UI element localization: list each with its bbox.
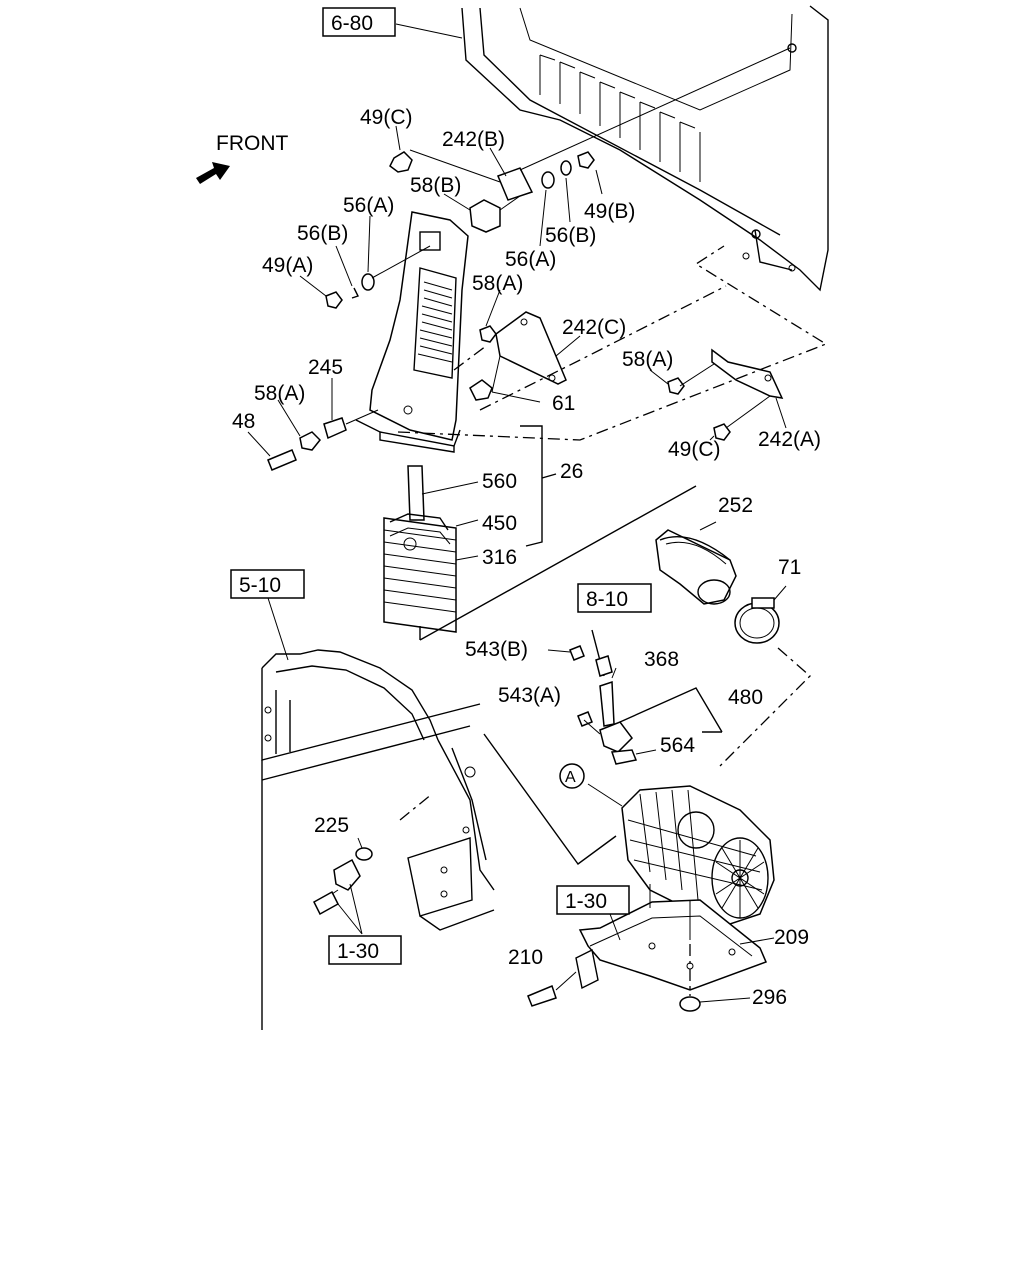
- callout-560: 560: [482, 470, 517, 493]
- callout-48: 48: [232, 410, 255, 433]
- rubber-58a-right: [667, 377, 685, 395]
- ref-label-1-30-upper: 1-30: [565, 890, 607, 913]
- ref-box-8-10: [577, 583, 652, 613]
- callout-56a-left: 56(A): [343, 194, 394, 217]
- callout-296: 296: [752, 986, 787, 1009]
- ref-box-1-30-upper: [556, 885, 630, 915]
- rubber-58a-left: [299, 431, 322, 451]
- callout-56b-right: 56(B): [545, 224, 596, 247]
- washer-56a-left: [361, 273, 375, 291]
- rubber-58a-mid: [479, 325, 497, 343]
- screw-543b: [569, 645, 585, 661]
- callout-58b: 58(B): [410, 174, 461, 197]
- intake-hose: [655, 529, 737, 605]
- gasket-564: [610, 749, 638, 765]
- clamp-screw: [751, 597, 775, 609]
- air-intake-duct: [355, 211, 469, 453]
- callout-49c-bottom: 49(C): [668, 438, 721, 461]
- indicator-bracket: [599, 721, 633, 753]
- callout-242b: 242(B): [442, 128, 505, 151]
- connector-368: [595, 655, 613, 677]
- callout-316: 316: [482, 546, 517, 569]
- washer-56b-right: [560, 160, 572, 176]
- bracket-242c: [495, 311, 567, 385]
- washer-56b-left: [351, 287, 359, 299]
- bracket-242a: [711, 348, 784, 399]
- filter-element-group: [383, 465, 457, 633]
- nut-49b: [577, 151, 595, 169]
- callout-71: 71: [778, 556, 801, 579]
- callout-a: A: [565, 769, 576, 786]
- drain-tube: [313, 890, 339, 916]
- callout-26: 26: [560, 460, 583, 483]
- callout-450: 450: [482, 512, 517, 535]
- drain-valve: [333, 858, 361, 891]
- cab-back-panel: [461, 5, 829, 292]
- air-cleaner-body: [621, 785, 775, 925]
- callout-242a: 242(A): [758, 428, 821, 451]
- ref-label-6-80: 6-80: [331, 12, 373, 35]
- nut-49c-top: [389, 151, 413, 173]
- collar-245: [323, 417, 347, 440]
- bolt-61: [469, 379, 493, 401]
- chassis-frame: [261, 649, 495, 1030]
- o-ring-225: [355, 847, 373, 861]
- ref-label-8-10: 8-10: [586, 588, 628, 611]
- callout-61: 61: [552, 392, 575, 415]
- indicator-body: [599, 680, 615, 727]
- ref-label-1-30-lower: 1-30: [337, 940, 379, 963]
- callout-252: 252: [718, 494, 753, 517]
- bracket-tab: [575, 948, 599, 990]
- rubber-mount-58b: [469, 199, 501, 233]
- mounting-bracket-209: [578, 884, 768, 991]
- bracket-242b: [497, 167, 534, 201]
- front-direction-label: FRONT: [216, 132, 288, 155]
- washer-56a-right: [541, 171, 555, 189]
- ref-label-5-10: 5-10: [239, 574, 281, 597]
- callout-a-circle: [559, 763, 585, 789]
- callout-543b: 543(B): [465, 638, 528, 661]
- callout-49c-top: 49(C): [360, 106, 413, 129]
- callout-543a: 543(A): [498, 684, 561, 707]
- screw-543a: [577, 711, 593, 727]
- callout-210: 210: [508, 946, 543, 969]
- ref-box-6-80: [322, 7, 396, 37]
- callout-56a-right: 56(A): [505, 248, 556, 271]
- callout-58a-mid: 58(A): [472, 272, 523, 295]
- nut-49a: [325, 291, 343, 309]
- callout-49b: 49(B): [584, 200, 635, 223]
- hose-clamp-71: [734, 602, 780, 644]
- callout-56b-left: 56(B): [297, 222, 348, 245]
- callout-242c: 242(C): [562, 316, 626, 339]
- bolt-210: [527, 984, 557, 1007]
- callout-49a: 49(A): [262, 254, 313, 277]
- callout-368: 368: [644, 648, 679, 671]
- bolt-48: [267, 449, 297, 471]
- callout-209: 209: [774, 926, 809, 949]
- ref-box-1-30-lower: [328, 935, 402, 965]
- callout-245: 245: [308, 356, 343, 379]
- ref-box-5-10: [230, 569, 305, 599]
- front-arrow-icon: [196, 162, 230, 184]
- callout-564: 564: [660, 734, 695, 757]
- callout-225: 225: [314, 814, 349, 837]
- callout-480: 480: [728, 686, 763, 709]
- nut-296: [679, 996, 701, 1012]
- callout-58a-right: 58(A): [622, 348, 673, 371]
- callout-58a-left: 58(A): [254, 382, 305, 405]
